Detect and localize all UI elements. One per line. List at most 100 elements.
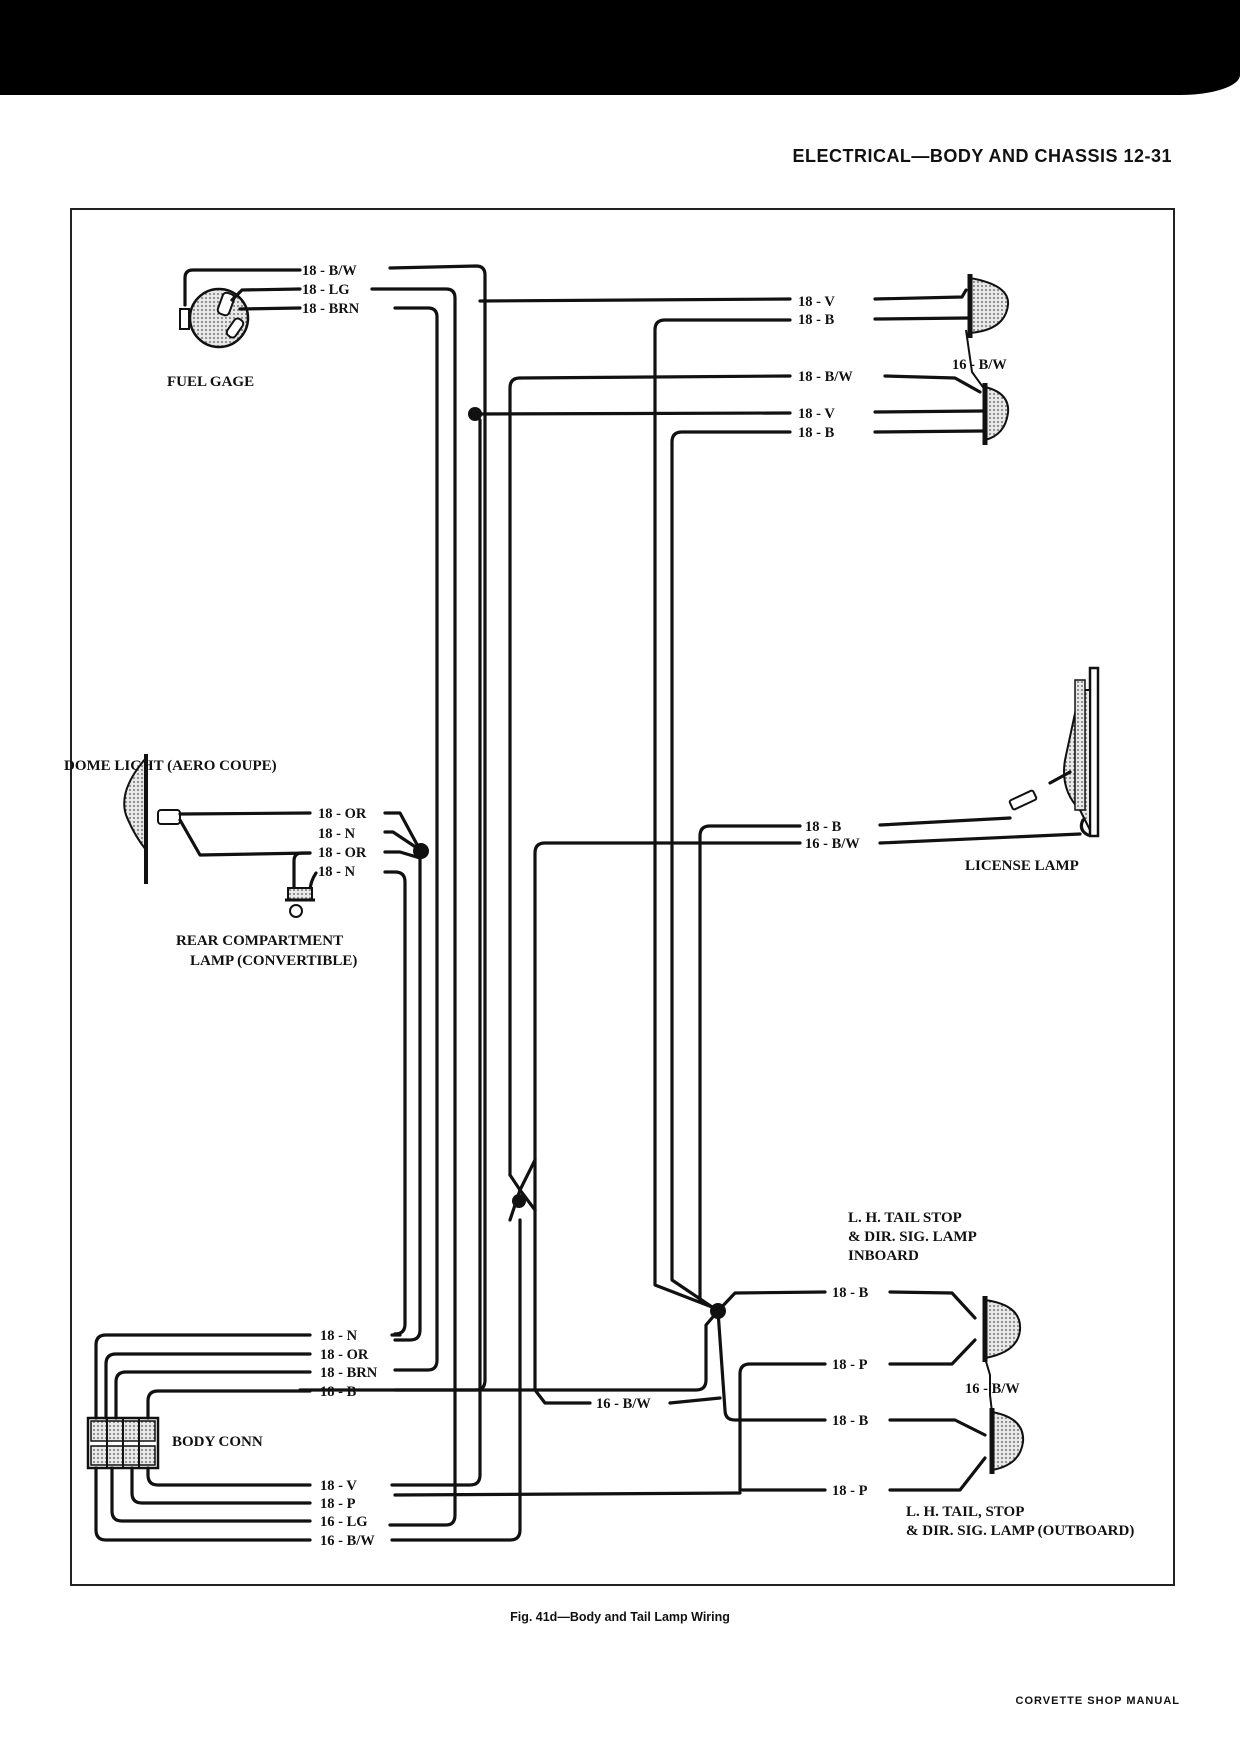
- wire-or-trunk: [393, 848, 422, 1342]
- wire-conn-brn: [114, 1370, 312, 1420]
- wire-tail-in-b-left: [716, 1290, 827, 1313]
- label-conn-bw-mid: 16 - B/W: [596, 1396, 651, 1412]
- label-dome-n: 18 - N: [318, 826, 356, 842]
- wire-tail-link: [984, 1357, 993, 1413]
- label-lamp2-bw: 18 - B/W: [798, 369, 853, 385]
- label-tail-in-b: 18 - B: [832, 1285, 869, 1301]
- wire-brn-trunk: [393, 306, 439, 1372]
- wire-tail-in-b-right: [888, 1290, 977, 1320]
- fuel-gage-symbol: [179, 287, 250, 349]
- label-lamp1-b: 18 - B: [798, 312, 835, 328]
- wire-license-bw-trunk: [533, 841, 802, 1392]
- wire-conn-b: [146, 1389, 312, 1420]
- wire-rear-n-trunk: [383, 870, 407, 1336]
- label-fuel-lg: 18 - LG: [302, 282, 350, 298]
- wire-lamp2-bw-right: [883, 374, 982, 394]
- wire-conn-n: [94, 1333, 312, 1420]
- wire-tail-out-b-right: [888, 1418, 987, 1437]
- wire-crossover-b: [508, 1158, 537, 1222]
- label-conn-p: 18 - P: [320, 1496, 356, 1512]
- wire-conn-bw: [94, 1466, 312, 1542]
- tail-outboard-label-1: L. H. TAIL, STOP: [906, 1504, 1024, 1520]
- tail-outboard-label-2: & DIR. SIG. LAMP (OUTBOARD): [906, 1523, 1134, 1539]
- figure-caption: Fig. 41d—Body and Tail Lamp Wiring: [510, 1610, 730, 1624]
- wire-lamp1-v-right: [873, 288, 968, 301]
- splice-crossover: [512, 1194, 526, 1208]
- label-rear-or: 18 - OR: [318, 845, 367, 861]
- splice-upper: [468, 407, 482, 421]
- wire-fuel-brn-gage: [238, 306, 302, 311]
- wire-lamp1-b-trunk: [653, 318, 792, 1309]
- label-conn-or: 18 - OR: [320, 1347, 369, 1363]
- rear-compartment-lamp-symbol: [285, 851, 318, 918]
- label-dome-or: 18 - OR: [318, 806, 367, 822]
- wire-conn-p-run: [393, 1491, 742, 1497]
- wire-conn-p: [130, 1466, 312, 1505]
- label-conn-brn: 18 - BRN: [320, 1365, 378, 1381]
- label-conn-n: 18 - N: [320, 1328, 358, 1344]
- label-fuel-brn: 18 - BRN: [302, 301, 360, 317]
- wire-lg-trunk: [370, 287, 457, 1527]
- wire-conn-v: [146, 1466, 312, 1487]
- tail-inboard-label-3: INBOARD: [848, 1248, 919, 1264]
- wire-license-b-right: [878, 816, 1012, 827]
- body-conn-label: BODY CONN: [172, 1434, 263, 1450]
- wire-conn-or: [104, 1352, 312, 1420]
- diagram-frame: [70, 208, 1175, 1586]
- tail-outboard-lamp-symbol: [989, 1408, 1025, 1474]
- label-lamp2-b: 18 - B: [798, 425, 835, 441]
- wire-fuel-lg-gage: [230, 287, 302, 302]
- body-connector-symbol: [86, 1416, 160, 1470]
- license-lamp-symbol: [1008, 666, 1100, 838]
- wire-bw-conn-trunk: [390, 1218, 522, 1542]
- upper-lamp-2-symbol: [982, 383, 1010, 445]
- label-tail-out-p: 18 - P: [832, 1483, 868, 1499]
- wire-dome-or: [178, 811, 312, 816]
- label-lamp2-v: 18 - V: [798, 406, 835, 422]
- wire-fuel-bw-gage: [183, 268, 302, 307]
- label-conn-bw: 16 - B/W: [320, 1533, 375, 1549]
- label-license-b: 18 - B: [805, 819, 842, 835]
- label-conn-b: 18 - B: [320, 1384, 357, 1400]
- wire-lamp2-bw-trunk: [508, 376, 522, 1177]
- label-tail-in-p: 18 - P: [832, 1357, 868, 1373]
- splice-dome: [413, 843, 429, 859]
- wire-lamp2-b-right: [873, 429, 984, 434]
- label-tail-link-bw: 16 - B/W: [965, 1381, 1020, 1397]
- wire-license-bw-right: [878, 832, 1082, 845]
- wire-bw-mid-right: [668, 1396, 722, 1405]
- wire-lamp-link: [965, 329, 986, 391]
- wire-license-b-trunk: [698, 824, 802, 1302]
- tail-inboard-label-2: & DIR. SIG. LAMP: [848, 1229, 977, 1245]
- wire-bw-mid-left: [533, 1388, 592, 1405]
- license-lamp-label: LICENSE LAMP: [965, 858, 1079, 874]
- wire-lamp2-bw-left: [518, 374, 792, 380]
- wire-tail-out-b-left: [716, 1309, 827, 1422]
- label-fuel-bw: 18 - B/W: [302, 263, 357, 279]
- rear-compartment-label-2: LAMP (CONVERTIBLE): [190, 953, 357, 969]
- wire-dome-or-right: [383, 811, 422, 852]
- tail-inboard-label-1: L. H. TAIL STOP: [848, 1210, 962, 1226]
- wire-v-trunk: [390, 418, 482, 1487]
- label-rear-n: 18 - N: [318, 864, 356, 880]
- wire-lamp2-v-left: [473, 411, 792, 416]
- dome-light-symbol: [123, 754, 181, 884]
- wire-dome-n-right: [383, 830, 422, 852]
- dome-light-label: DOME LIGHT (AERO COUPE): [64, 758, 277, 774]
- wire-lamp1-v-left: [478, 297, 792, 303]
- fuel-gage-label: FUEL GAGE: [167, 374, 254, 390]
- upper-lamp-1-symbol: [967, 274, 1010, 338]
- wire-rear-or-right: [383, 850, 422, 860]
- label-tail-out-b: 18 - B: [832, 1413, 869, 1429]
- wire-dome-n: [178, 818, 312, 857]
- wire-tail-in-p-right: [888, 1338, 977, 1366]
- wire-lamp2-v-right: [873, 409, 984, 414]
- label-conn-v: 18 - V: [320, 1478, 357, 1494]
- wire-lamp1-b-right: [873, 316, 970, 321]
- label-conn-lg: 16 - LG: [320, 1514, 368, 1530]
- tail-inboard-lamp-symbol: [982, 1296, 1022, 1362]
- label-license-bw: 16 - B/W: [805, 836, 860, 852]
- page-footer: CORVETTE SHOP MANUAL: [1015, 1695, 1180, 1707]
- wire-tail-in-p-left: [738, 1362, 827, 1492]
